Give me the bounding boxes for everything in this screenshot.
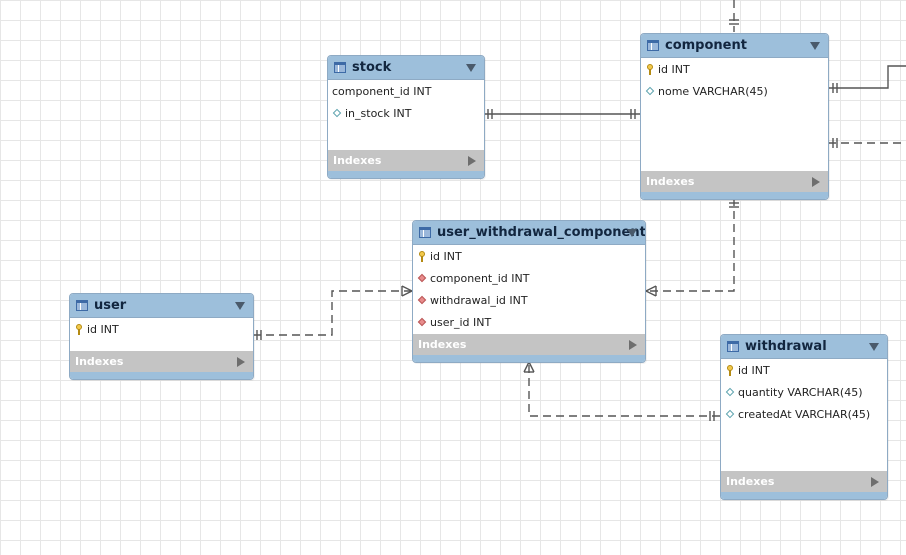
- column-list: id INT nome VARCHAR(45): [641, 58, 828, 171]
- column-name: id INT: [738, 363, 770, 377]
- expand-arrow-icon[interactable]: [237, 357, 245, 367]
- relationship-stock-component[interactable]: [484, 109, 640, 119]
- column-name: id INT: [430, 249, 462, 263]
- indexes-label: Indexes: [646, 175, 695, 188]
- expand-arrow-icon[interactable]: [812, 177, 820, 187]
- relationship-user-uwc[interactable]: [253, 285, 413, 340]
- column-name: in_stock INT: [345, 106, 412, 120]
- column-name: id INT: [658, 62, 690, 76]
- table-title: user: [94, 298, 127, 313]
- column-list: id INT component_id INT withdrawal_id IN…: [413, 245, 645, 334]
- column-row[interactable]: id INT: [721, 359, 887, 381]
- table-footer: [721, 492, 887, 499]
- relationship-component-offscreen-top[interactable]: [729, 0, 739, 32]
- column-list: id INT quantity VARCHAR(45) createdAt VA…: [721, 359, 887, 471]
- indexes-label: Indexes: [75, 355, 124, 368]
- indexes-label: Indexes: [418, 338, 467, 351]
- column-row[interactable]: id INT: [641, 58, 828, 80]
- collapse-arrow-icon[interactable]: [627, 229, 637, 237]
- column-row[interactable]: user_id INT: [413, 311, 645, 333]
- foreign-key-icon: [417, 317, 428, 328]
- column-name: component_id INT: [332, 84, 432, 98]
- relationship-component-offscreen-right-solid[interactable]: [828, 65, 906, 93]
- column-name: withdrawal_id INT: [430, 293, 528, 307]
- table-title: user_withdrawal_components: [437, 225, 646, 240]
- column-list: id INT: [70, 318, 253, 351]
- table-footer: [70, 372, 253, 379]
- table-footer: [413, 355, 645, 362]
- column-name: createdAt VARCHAR(45): [738, 407, 871, 421]
- indexes-label: Indexes: [726, 475, 775, 488]
- table-stock[interactable]: stock component_id INT in_stock INT Inde…: [327, 55, 485, 179]
- table-header[interactable]: withdrawal: [721, 335, 887, 359]
- column-row[interactable]: createdAt VARCHAR(45): [721, 403, 887, 425]
- primary-key-icon: [74, 323, 85, 335]
- table-component[interactable]: component id INT nome VARCHAR(45) Indexe…: [640, 33, 829, 200]
- column-row[interactable]: quantity VARCHAR(45): [721, 381, 887, 403]
- table-footer: [641, 192, 828, 199]
- column-row[interactable]: id INT: [413, 245, 645, 267]
- table-icon: [647, 40, 659, 51]
- column-name: component_id INT: [430, 271, 530, 285]
- expand-arrow-icon[interactable]: [468, 156, 476, 166]
- table-footer: [328, 171, 484, 178]
- foreign-key-icon: [417, 295, 428, 306]
- diamond-icon: [725, 387, 736, 398]
- column-row[interactable]: component_id INT: [328, 80, 484, 102]
- column-name: user_id INT: [430, 315, 492, 329]
- table-header[interactable]: user: [70, 294, 253, 318]
- table-header[interactable]: stock: [328, 56, 484, 80]
- relationship-withdrawal-uwc[interactable]: [523, 361, 720, 421]
- column-name: id INT: [87, 322, 119, 336]
- column-row[interactable]: withdrawal_id INT: [413, 289, 645, 311]
- indexes-section[interactable]: Indexes: [413, 334, 645, 355]
- table-header[interactable]: component: [641, 34, 828, 58]
- collapse-arrow-icon[interactable]: [869, 343, 879, 351]
- primary-key-icon: [725, 364, 736, 376]
- expand-arrow-icon[interactable]: [871, 477, 879, 487]
- diamond-icon: [725, 409, 736, 420]
- table-title: withdrawal: [745, 339, 827, 354]
- column-row[interactable]: nome VARCHAR(45): [641, 80, 828, 102]
- diamond-icon: [645, 86, 656, 97]
- table-user-withdrawal-components[interactable]: user_withdrawal_components id INT compon…: [412, 220, 646, 363]
- table-header[interactable]: user_withdrawal_components: [413, 221, 645, 245]
- collapse-arrow-icon[interactable]: [810, 42, 820, 50]
- indexes-label: Indexes: [333, 154, 382, 167]
- indexes-section[interactable]: Indexes: [721, 471, 887, 492]
- indexes-section[interactable]: Indexes: [641, 171, 828, 192]
- column-row[interactable]: id INT: [70, 318, 253, 340]
- primary-key-icon: [645, 63, 656, 75]
- collapse-arrow-icon[interactable]: [466, 64, 476, 72]
- table-withdrawal[interactable]: withdrawal id INT quantity VARCHAR(45) c…: [720, 334, 888, 500]
- foreign-key-icon: [417, 273, 428, 284]
- table-title: stock: [352, 60, 392, 75]
- indexes-section[interactable]: Indexes: [328, 150, 484, 171]
- column-name: nome VARCHAR(45): [658, 84, 768, 98]
- column-row[interactable]: component_id INT: [413, 267, 645, 289]
- table-title: component: [665, 38, 747, 53]
- column-list: component_id INT in_stock INT: [328, 80, 484, 150]
- column-row[interactable]: in_stock INT: [328, 102, 484, 124]
- table-icon: [727, 341, 739, 352]
- diamond-icon: [332, 108, 343, 119]
- expand-arrow-icon[interactable]: [629, 340, 637, 350]
- table-icon: [76, 300, 88, 311]
- table-icon: [334, 62, 346, 73]
- primary-key-icon: [417, 250, 428, 262]
- table-user[interactable]: user id INT Indexes: [69, 293, 254, 380]
- relationship-component-offscreen-right-dashed[interactable]: [828, 138, 906, 148]
- table-icon: [419, 227, 431, 238]
- column-name: quantity VARCHAR(45): [738, 385, 863, 399]
- relationship-component-uwc[interactable]: [645, 198, 739, 297]
- collapse-arrow-icon[interactable]: [235, 302, 245, 310]
- indexes-section[interactable]: Indexes: [70, 351, 253, 372]
